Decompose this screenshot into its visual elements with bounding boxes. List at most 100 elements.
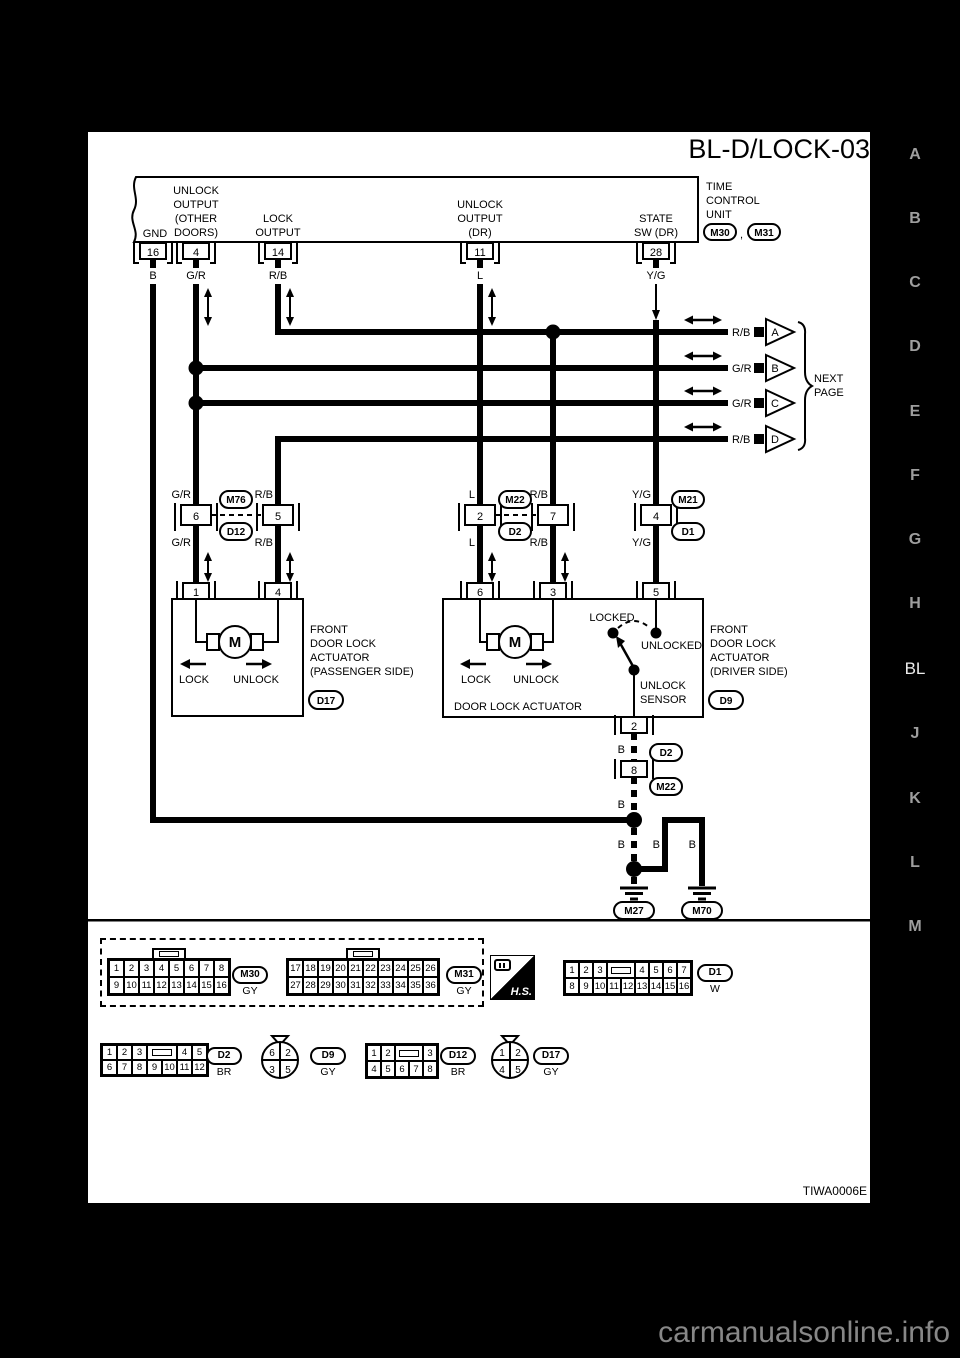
pin-cell: 29	[318, 977, 333, 994]
pin-cell: 8	[214, 960, 229, 977]
pin-cell: 4	[367, 1061, 381, 1077]
off-page-arrow	[765, 388, 797, 418]
pin-number: 28	[650, 247, 662, 259]
svg-text:R/B: R/B	[530, 489, 548, 501]
connector-id: M22	[505, 495, 525, 506]
junction-dot	[188, 360, 204, 376]
svg-text:B: B	[618, 839, 625, 851]
pin-cell: 2	[124, 960, 139, 977]
svg-text:FRONT: FRONT	[310, 624, 348, 636]
pin-cell: 6	[395, 1061, 409, 1077]
off-page-arrow	[765, 353, 797, 383]
motor-icon	[498, 625, 532, 659]
pin-cell: 30	[333, 977, 348, 994]
connector-id: D1	[682, 527, 695, 538]
ground-icon: M70	[681, 886, 723, 920]
svg-text:OUTPUT: OUTPUT	[173, 199, 219, 211]
next-page-rails: R/B A G/R B G/R C R/B D NEXT PAGE	[684, 315, 844, 454]
svg-text:LOCK: LOCK	[263, 213, 294, 225]
sidebar-letter: L	[910, 853, 920, 871]
tcu-connector-oval-m31	[747, 223, 781, 241]
sidebar-letter: A	[909, 146, 921, 163]
connector-tab	[152, 948, 186, 960]
svg-text:UNLOCK: UNLOCK	[233, 674, 280, 686]
pin-cell: 7	[409, 1061, 423, 1077]
pin-cell: 31	[348, 977, 363, 994]
svg-text:2: 2	[285, 1048, 291, 1059]
tcu-gnd-label: GND	[143, 228, 168, 240]
connector-label-d9: D9 GY	[310, 1047, 346, 1078]
pin-cell: 9	[109, 977, 124, 994]
junction-dot	[188, 395, 204, 411]
pin-number: 6	[477, 587, 483, 599]
connector-view-d9: 6 2 3 5	[261, 1035, 299, 1079]
svg-text:ACTUATOR: ACTUATOR	[310, 652, 370, 664]
rail-tag: B	[771, 363, 778, 375]
pin-cell: 10	[162, 1060, 177, 1075]
svg-text:6: 6	[269, 1048, 275, 1059]
pin-cell: 14	[184, 977, 199, 994]
pin-cell: 2	[117, 1045, 132, 1060]
connector-label-m31: M31 GY	[446, 966, 482, 997]
pin-cell: 6	[663, 962, 677, 978]
svg-text:L: L	[469, 489, 475, 501]
pin-cell: 22	[363, 960, 378, 977]
rail-wire-color: R/B	[732, 434, 750, 446]
time-control-unit: GND UNLOCK OUTPUT (OTHER DOORS) LOCK OUT…	[131, 176, 781, 243]
rail-wire-color: G/R	[732, 398, 752, 410]
diagram-page: BL-D/LOCK-03 GND UNLOCK OUTPUT (OTHER DO…	[88, 132, 870, 1203]
svg-text:OUTPUT: OUTPUT	[255, 227, 301, 239]
pin-cell: 15	[199, 977, 214, 994]
pin-cell: 8	[423, 1061, 437, 1077]
pin-cell: 8	[565, 978, 579, 994]
pin-cell: 6	[102, 1060, 117, 1075]
connector-label-d2: D2 BR	[206, 1047, 242, 1078]
rail-tag: D	[771, 434, 779, 446]
section-divider	[88, 919, 870, 922]
svg-text:NEXT: NEXT	[814, 373, 844, 385]
pin-cell: 20	[333, 960, 348, 977]
pin-number: 2	[631, 721, 637, 733]
hs-badge: H.S.	[490, 955, 535, 1000]
pin-cell: 3	[139, 960, 154, 977]
svg-text:DOOR LOCK ACTUATOR: DOOR LOCK ACTUATOR	[454, 701, 582, 713]
connector-label-d1: D1 W	[697, 964, 733, 995]
svg-text:(PASSENGER SIDE): (PASSENGER SIDE)	[310, 666, 414, 678]
ground-chain: 2 B D2 8 M22 B B B B	[613, 715, 723, 920]
pin-cell: 7	[677, 962, 691, 978]
off-page-arrow	[765, 317, 797, 347]
pin-number: 5	[275, 511, 281, 523]
connector-glyph-icon	[494, 959, 511, 971]
motor-icon	[218, 625, 252, 659]
pin-cell: 5	[381, 1061, 395, 1077]
direction-arrows-upper	[204, 288, 496, 326]
pin-cell: 12	[621, 978, 635, 994]
svg-text:G/R: G/R	[171, 537, 191, 549]
connector-label-d17: D17 GY	[533, 1047, 569, 1078]
wiring-diagram: GND UNLOCK OUTPUT (OTHER DOORS) LOCK OUT…	[88, 176, 870, 922]
rail-wire-color: G/R	[732, 363, 752, 375]
sidebar-letter: BL	[904, 659, 926, 679]
pin-cell: 10	[593, 978, 607, 994]
pin-cell: 14	[649, 978, 663, 994]
pin-cell: 3	[593, 962, 607, 978]
svg-text:CONTROL: CONTROL	[706, 195, 760, 207]
pin-cell: 32	[363, 977, 378, 994]
svg-text:B: B	[618, 799, 625, 811]
svg-text:G/R: G/R	[171, 489, 191, 501]
svg-text:,: ,	[740, 229, 743, 241]
rail-tag: A	[771, 327, 779, 339]
rail-wire-color: R/B	[732, 327, 750, 339]
rail-tag: C	[771, 398, 779, 410]
svg-text:(DR): (DR)	[468, 227, 491, 239]
pin-number: 14	[272, 247, 284, 259]
pin-cell: 4	[154, 960, 169, 977]
driver-actuator: M LOCK UNLOCK DOOR LOCK ACTUATOR LOCKED …	[442, 598, 788, 718]
pin-number: 4	[275, 587, 281, 599]
pin-cell: 18	[303, 960, 318, 977]
sidebar-letter: E	[909, 402, 921, 420]
connector-id: D9	[720, 696, 733, 707]
